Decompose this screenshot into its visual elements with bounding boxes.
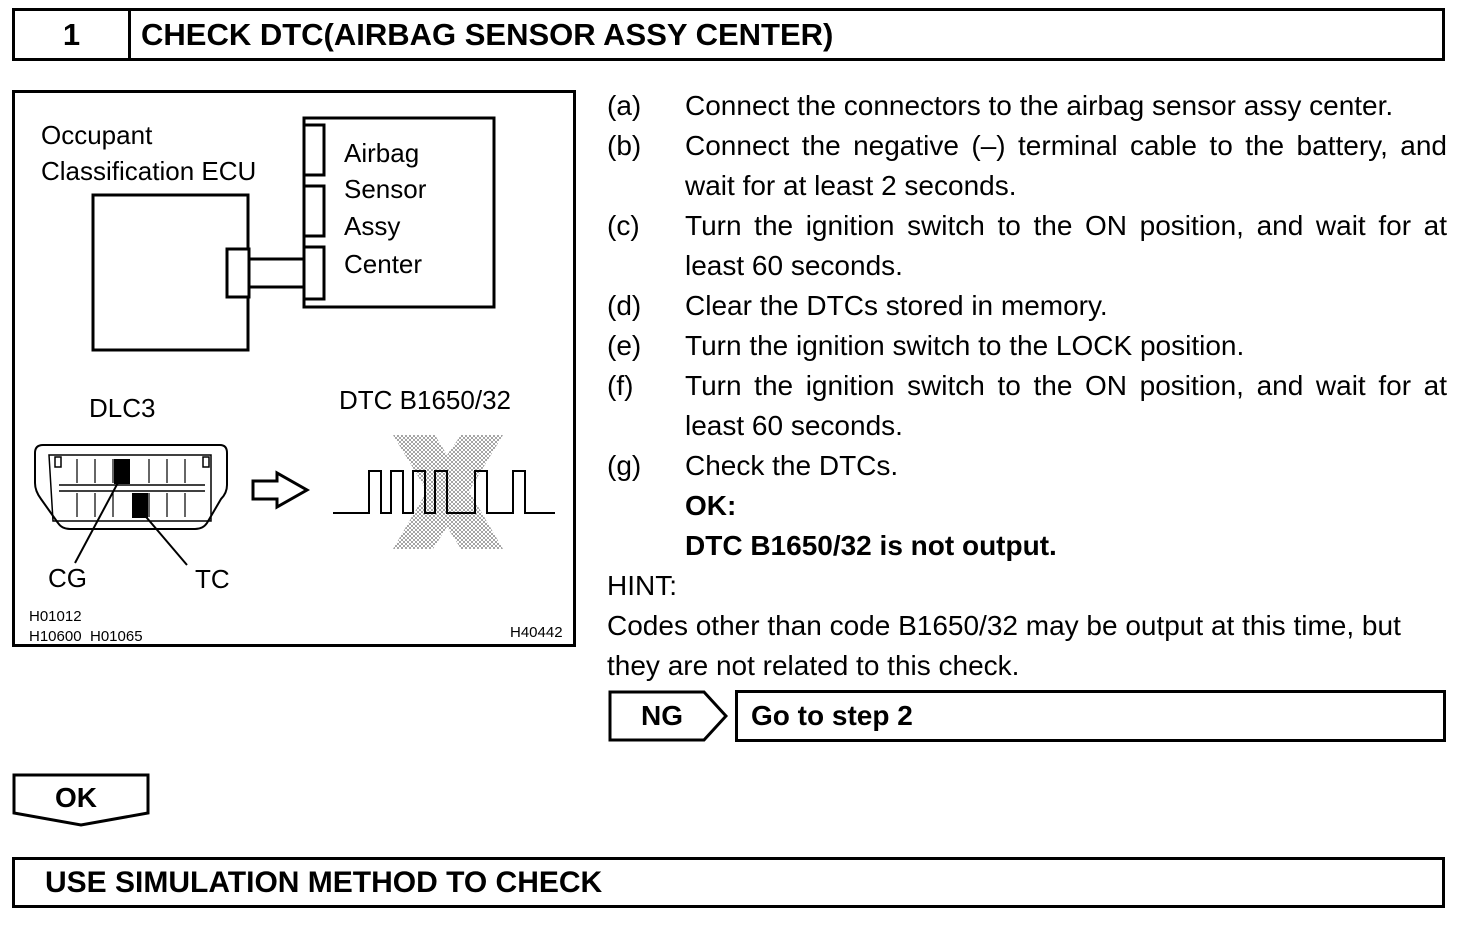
step-key: (d) (607, 290, 642, 321)
ecu-connector (225, 247, 251, 299)
next-step-box: USE SIMULATION METHOD TO CHECK (12, 857, 1445, 908)
ecu-label-line2: Classification ECU (41, 156, 257, 186)
step-key: (a) (607, 90, 642, 121)
step-g: (g) Check the DTCs. (607, 446, 1447, 486)
step-a: (a) Connect the connectors to the airbag… (607, 86, 1447, 126)
tc-pin (132, 493, 148, 518)
figure-drawing (34, 116, 555, 566)
wiring-figure: Occupant Classification ECU Airbag Senso… (12, 90, 576, 647)
figure-code-2: H10600 (29, 628, 82, 645)
ok-arrow-label: OK (55, 782, 97, 813)
go-to-step-link[interactable]: Go to step 2 (735, 690, 1446, 742)
step-key: (c) (607, 210, 640, 241)
ok-arrow-shape (12, 773, 150, 827)
sensor-connector-1 (302, 123, 326, 177)
step-key: (e) (607, 330, 642, 361)
step-title: CHECK DTC(AIRBAG SENSOR ASSY CENTER) (141, 16, 834, 52)
arrow-right (251, 470, 311, 510)
next-step-text: USE SIMULATION METHOD TO CHECK (45, 865, 603, 899)
sensor-label-line1: Airbag (344, 138, 420, 168)
step-text: Connect the negative (–) terminal cable … (685, 130, 1447, 201)
step-number: 1 (15, 11, 131, 58)
step-header: 1 CHECK DTC(AIRBAG SENSOR ASSY CENTER) (12, 8, 1445, 61)
dtc-waveform-label: DTC B1650/32 (339, 385, 511, 415)
cg-leader (74, 476, 122, 564)
step-e: (e) Turn the ignition switch to the LOCK… (607, 326, 1447, 366)
cg-label: CG (48, 563, 87, 593)
figure-code-3: H01065 (90, 628, 143, 645)
cg-pin (114, 459, 130, 484)
step-text: Connect the connectors to the airbag sen… (685, 90, 1394, 121)
hint-text: Codes other than code B1650/32 may be ou… (607, 610, 1401, 681)
procedure-steps: (a) Connect the connectors to the airbag… (607, 86, 1447, 686)
sensor-label-line2: Sensor (344, 174, 427, 204)
tc-label: TC (195, 564, 230, 594)
ecu-label-line1: Occupant (41, 120, 153, 150)
ng-arrow-shape (608, 690, 728, 742)
sensor-label-line4: Center (344, 249, 423, 279)
ok-condition: OK: DTC B1650/32 is not output. (607, 486, 1447, 566)
ng-label: NG (641, 700, 683, 731)
dlc3-connector (34, 444, 228, 530)
ng-result: NG Go to step 2 (608, 690, 1446, 742)
tc-leader (140, 510, 188, 566)
step-b: (b) Connect the negative (–) terminal ca… (607, 126, 1447, 206)
ok-condition-text: DTC B1650/32 is not output. (685, 530, 1057, 561)
sensor-connector-2 (302, 184, 326, 238)
step-text: Turn the ignition switch to the LOCK pos… (685, 330, 1245, 361)
step-text: Clear the DTCs stored in memory. (685, 290, 1108, 321)
sensor-label-line3: Assy (344, 211, 401, 241)
step-key: (b) (607, 130, 642, 161)
pulse-waveform (333, 470, 555, 514)
step-key: (g) (607, 450, 642, 481)
step-text: Turn the ignition switch to the ON posit… (685, 370, 1447, 441)
ecu-box (91, 193, 250, 352)
step-text: Turn the ignition switch to the ON posit… (685, 210, 1447, 281)
step-c: (c) Turn the ignition switch to the ON p… (607, 206, 1447, 286)
ok-arrow[interactable]: OK (12, 773, 150, 827)
dlc3-label: DLC3 (89, 393, 156, 423)
step-key: (f) (607, 370, 634, 401)
ok-condition-label: OK: (685, 490, 737, 521)
figure-code-4: H40442 (510, 624, 563, 641)
hint-label: HINT: (607, 570, 677, 601)
ng-arrow[interactable]: NG (608, 690, 728, 742)
sensor-connector-3 (302, 245, 326, 301)
step-text: Check the DTCs. (685, 450, 899, 481)
figure-code-1: H01012 (29, 608, 82, 625)
step-d: (d) Clear the DTCs stored in memory. (607, 286, 1447, 326)
step-f: (f) Turn the ignition switch to the ON p… (607, 366, 1447, 446)
